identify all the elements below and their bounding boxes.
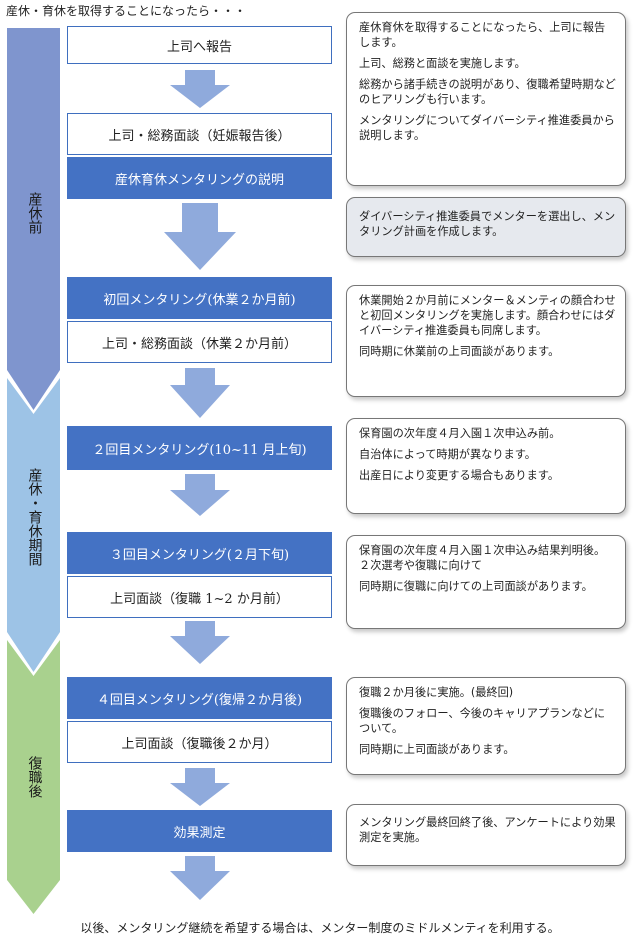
step-mentoring-4: ４回目メンタリング(復帰２か月後) [67, 677, 332, 719]
step-report: 上司へ報告 [67, 26, 332, 64]
step-mentoring-explain: 産休育休メンタリングの説明 [67, 157, 332, 199]
down-arrow-icon [170, 474, 230, 516]
down-arrow-icon [170, 856, 230, 900]
note-mentoring-4: 復職２か月後に実施。(最終回) 復職後のフォロー、今後のキャリアプランなどについ… [346, 677, 626, 775]
phase-bar-before [7, 28, 60, 410]
step-interview-pregnancy: 上司・総務面談（妊娠報告後） [67, 113, 332, 155]
note-mentoring-2: 保育園の次年度４月入園１次申込み前。 自治体によって時期が異なります。 出産日に… [346, 418, 626, 514]
footer-note: 以後、メンタリング継続を希望する場合は、メンター制度のミドルメンティを利用する。 [80, 921, 560, 935]
page-title: 産休・育休を取得することになったら・・・ [6, 4, 247, 18]
phase-bar-return [7, 640, 60, 914]
down-arrow-icon [170, 70, 230, 108]
step-effect: 効果測定 [67, 810, 332, 852]
phase-bar-leave [7, 378, 60, 672]
step-mentoring-1: 初回メンタリング(休業２か月前) [67, 277, 332, 319]
note-report: 産休育休を取得することになったら、上司に報告します。 上司、総務と面談を実施しま… [346, 12, 626, 186]
phase-label-leave: 産休・育休期間 [26, 468, 43, 566]
flow-arrows [164, 70, 236, 900]
down-arrow-icon [170, 768, 230, 806]
step-interview-return-before: 上司面談（復職 1~2 か月前） [67, 576, 332, 618]
step-interview-return-after: 上司面談（復職後２か月） [67, 721, 332, 763]
step-interview-before-leave: 上司・総務面談（休業２か月前） [67, 321, 332, 363]
down-arrow-icon [170, 621, 230, 664]
phase-label-return: 復職後 [26, 756, 43, 798]
note-effect: メンタリング最終回終了後、アンケートにより効果測定を実施。 [346, 804, 626, 866]
phase-label-before: 産休前 [26, 192, 43, 234]
note-mentor-select: ダイバーシティ推進委員でメンターを選出し、メンタリング計画を作成します。 [346, 197, 626, 257]
step-mentoring-3: ３回目メンタリング(２月下旬) [67, 532, 332, 574]
down-arrow-icon [164, 203, 236, 270]
note-mentoring-1: 休業開始２か月前にメンター＆メンティの顔合わせと初回メンタリングを実施します。顔… [346, 285, 626, 397]
note-mentoring-3: 保育園の次年度４月入園１次申込み結果判明後。２次選考や復職に向けて 同時期に復職… [346, 535, 626, 629]
down-arrow-icon [170, 368, 230, 418]
step-mentoring-2: ２回目メンタリング(10~11 月上旬) [67, 426, 332, 470]
